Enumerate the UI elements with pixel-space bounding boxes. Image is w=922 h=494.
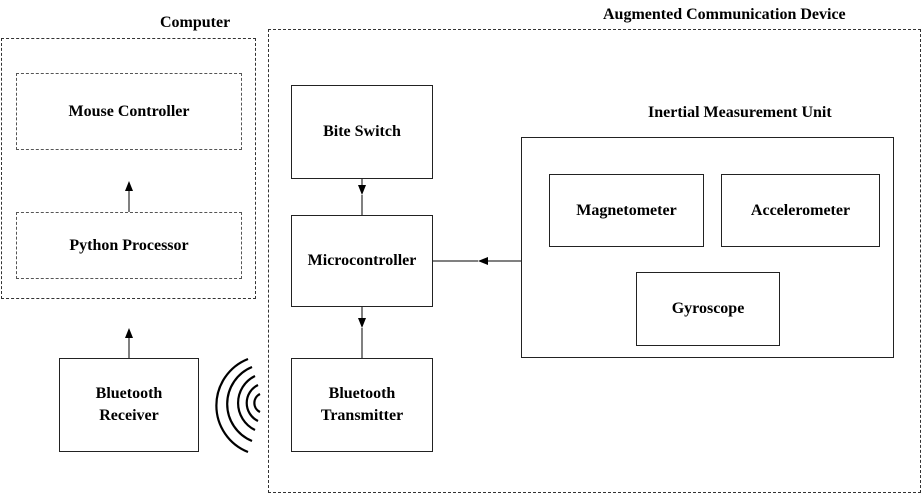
gyroscope-block: Gyroscope [636, 272, 780, 346]
arrowhead-receiver-to-computer [125, 328, 133, 338]
magnetometer-label: Magnetometer [576, 201, 677, 219]
computer-group [1, 38, 256, 299]
arrowhead-micro-to-transmitter [358, 318, 366, 328]
microcontroller-label: Microcontroller [307, 252, 417, 269]
mouse-controller-block: Mouse Controller [16, 73, 242, 150]
wireless-signal-icon [215, 357, 261, 454]
bite-switch-label: Bite Switch [323, 123, 401, 140]
bluetooth-receiver-block: Bluetooth Receiver [59, 358, 199, 452]
bluetooth-transmitter-label-line1: Bluetooth [328, 385, 396, 402]
imu-title: Inertial Measurement Unit [648, 104, 832, 121]
arrowhead-imu-to-micro [478, 257, 488, 265]
mouse-controller-label: Mouse Controller [68, 102, 190, 120]
magnetometer-block: Magnetometer [549, 174, 704, 247]
accelerometer-block: Accelerometer [721, 174, 880, 247]
microcontroller-block: Microcontroller [291, 215, 433, 307]
device-group [268, 29, 921, 493]
bluetooth-transmitter-block: Bluetooth Transmitter [291, 358, 433, 452]
bite-switch-block: Bite Switch [291, 85, 433, 179]
python-processor-block: Python Processor [16, 212, 242, 279]
accelerometer-label: Accelerometer [750, 201, 851, 219]
bluetooth-receiver-label-line1: Bluetooth [95, 385, 163, 402]
bluetooth-transmitter-label-line2: Transmitter [320, 407, 404, 424]
computer-group-title: Computer [160, 14, 231, 31]
bluetooth-receiver-label-line2: Receiver [99, 407, 159, 424]
python-processor-label: Python Processor [69, 236, 189, 254]
gyroscope-label: Gyroscope [671, 300, 745, 317]
arrowhead-python-to-mouse [125, 181, 133, 191]
arrowhead-bite-to-micro [358, 185, 366, 195]
device-group-title: Augmented Communication Device [603, 6, 846, 23]
